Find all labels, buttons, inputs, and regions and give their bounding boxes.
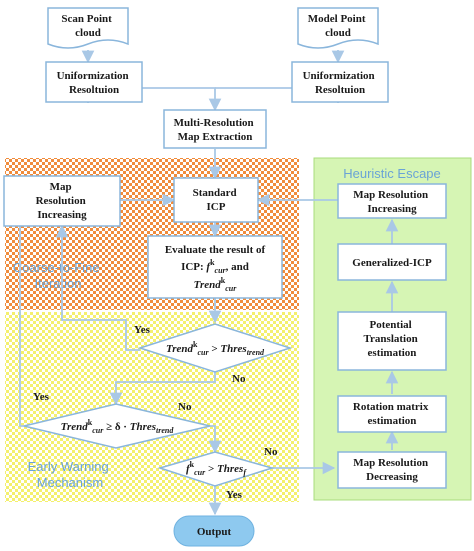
svg-text:Uniformization Resoltuio: Uniformization Resoltuion xyxy=(303,70,378,96)
svg-text:fkcur > Thresf: fkcur > Thresf xyxy=(186,460,247,477)
svg-text:Evaluate the result of: Evaluate the result of xyxy=(165,244,266,256)
svg-text:Uniformization Resoltuio: Uniformization Resoltuion xyxy=(57,70,132,96)
decision3-no-label: No xyxy=(264,446,278,458)
scan-point-cloud-node: Scan Point cloud xyxy=(47,7,129,49)
decision2-no-label: No xyxy=(178,401,192,413)
svg-text:Map Resolution Decreasin: Map Resolution Decreasing xyxy=(353,457,431,483)
decision-trend-delta-threshold: Trendkcur ≥ δ · Threstrend xyxy=(23,403,211,449)
coarse-to-fine-label: Coarse-to-Fine Iteration xyxy=(13,260,103,291)
svg-text:Map Resolution Increasin: Map Resolution Increasing xyxy=(353,189,431,215)
map-resolution-increasing-right-node: Map Resolution Increasing xyxy=(337,183,447,219)
rotation-matrix-node: Rotation matrix estimation xyxy=(337,395,447,433)
svg-text:Scan Point cloud: Scan Point cloud xyxy=(61,13,114,39)
svg-text:Rotation matrix estimati: Rotation matrix estimation xyxy=(353,401,431,427)
heuristic-escape-label: Heuristic Escape xyxy=(343,166,441,181)
svg-text:Multi-Resolution Map Ext: Multi-Resolution Map Extraction xyxy=(174,117,257,143)
map-resolution-increasing-left-node: Map Resolution Increasing xyxy=(3,175,121,227)
map-resolution-decreasing-node: Map Resolution Decreasing xyxy=(337,451,447,489)
early-warning-label: Early Warning Mechanism xyxy=(28,459,113,490)
svg-text:Map Resolution Inc: Map Resolution Increasing xyxy=(36,181,89,221)
arrow-decision1-no-to-decision2 xyxy=(109,372,216,406)
svg-text:Trendkcur ≥ δ · Threstrend: Trendkcur ≥ δ · Threstrend xyxy=(61,418,175,435)
svg-text:Trendkcur > Threstrend: Trendkcur > Threstrend xyxy=(166,340,265,357)
generalized-icp-node: Generalized-ICP xyxy=(337,243,447,281)
decision1-no-label: No xyxy=(232,373,246,385)
decision2-yes-label: Yes xyxy=(33,391,50,403)
decision-f-threshold: fkcur > Thresf xyxy=(157,451,275,487)
evaluate-result-node: Evaluate the result of ICP: fkcur, and T… xyxy=(147,235,283,299)
output-node: Output xyxy=(173,515,255,547)
svg-text:Model Point cloud: Model Point cloud xyxy=(308,13,369,39)
decision-trend-threshold: Trendkcur > Threstrend xyxy=(137,323,293,373)
svg-text:Potential Translation: Potential Translation estimation xyxy=(364,319,421,359)
svg-text:Generalized-ICP: Generalized-ICP xyxy=(352,257,432,269)
svg-text:Standard ICP: Standard ICP xyxy=(193,187,240,213)
svg-text:Output: Output xyxy=(197,526,232,538)
uniformization-right-node: Uniformization Resoltuion xyxy=(291,61,389,103)
decision3-yes-label: Yes xyxy=(226,489,243,501)
arrow-decision1-yes-to-map-inc-left xyxy=(55,224,140,351)
uniformization-left-node: Uniformization Resoltuion xyxy=(45,61,143,103)
model-point-cloud-node: Model Point cloud xyxy=(297,7,379,49)
potential-translation-node: Potential Translation estimation xyxy=(337,311,447,371)
decision1-yes-label: Yes xyxy=(134,324,151,336)
svg-text:Trendkcur: Trendkcur xyxy=(194,276,238,293)
svg-text:ICP: fkcur, and: ICP: fkcur, and xyxy=(181,258,249,275)
multi-resolution-node: Multi-Resolution Map Extraction xyxy=(163,109,267,149)
arrow-decision2-no-to-decision3 xyxy=(208,425,222,454)
standard-icp-node: Standard ICP xyxy=(173,177,259,223)
